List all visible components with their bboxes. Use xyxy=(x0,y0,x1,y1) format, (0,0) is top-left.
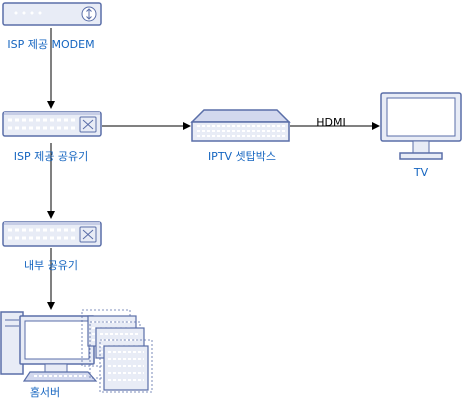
internal-router-icon xyxy=(2,221,102,247)
modem-label: ISP 제공 MODEM xyxy=(7,38,94,51)
tv-label: TV xyxy=(413,166,429,179)
modem-icon xyxy=(2,2,102,26)
settop-box-icon xyxy=(190,109,291,142)
home-server-label: 홈서버 xyxy=(30,385,60,399)
iptv-label: IPTV 셋탑박스 xyxy=(208,150,276,163)
isp-router-icon xyxy=(2,111,102,137)
edge-label-hdmi: HDMI xyxy=(316,116,345,129)
internal-router-label: 내부 공유기 xyxy=(24,259,78,272)
tv-icon xyxy=(380,92,462,160)
isp-router-label: ISP 제공 공유기 xyxy=(14,150,88,163)
server-workstation-icon xyxy=(0,309,153,393)
